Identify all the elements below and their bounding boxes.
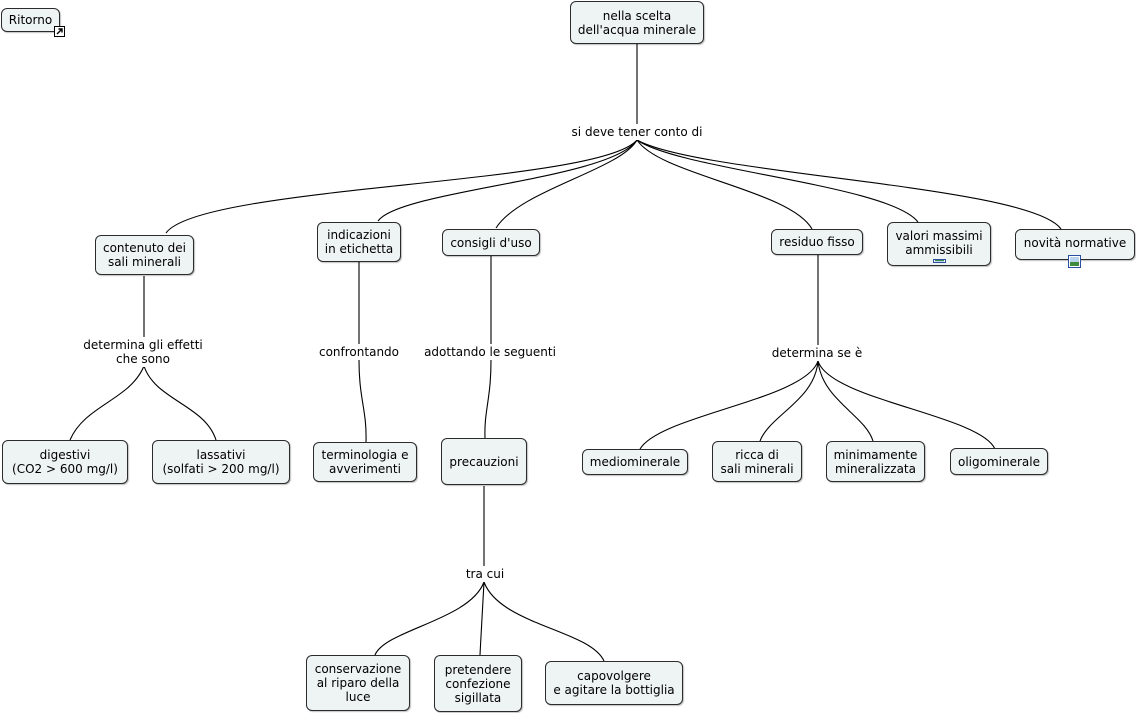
line-to-contenuto bbox=[165, 139, 638, 234]
concept-lassativi[interactable]: lassativi (solfati > 200 mg/l) bbox=[152, 440, 290, 484]
line-to-novita bbox=[636, 139, 1062, 230]
concept-indicazioni-text: indicazioni in etichetta bbox=[324, 228, 394, 256]
line-to-minimamente bbox=[817, 360, 874, 442]
concept-residuo-text: residuo fisso bbox=[779, 235, 855, 249]
return-button[interactable]: Ritorno bbox=[1, 8, 60, 32]
line-to-precauzioni bbox=[484, 359, 492, 439]
concept-precauzioni[interactable]: precauzioni bbox=[441, 438, 527, 485]
link-confrontando: confrontando bbox=[315, 344, 403, 360]
return-label: Ritorno bbox=[8, 13, 53, 27]
line-to-lassativi bbox=[143, 365, 217, 441]
concept-digestivi[interactable]: digestivi (CO2 > 600 mg/l) bbox=[2, 440, 128, 484]
line-to-indicazioni bbox=[377, 139, 638, 222]
link-si-deve: si deve tener conto di bbox=[568, 124, 706, 140]
line-to-mediominerale bbox=[639, 360, 819, 450]
image-icon[interactable] bbox=[932, 259, 946, 263]
link-determina-se: determina se è bbox=[768, 345, 866, 361]
concept-ricca[interactable]: ricca di sali minerali bbox=[712, 441, 802, 482]
line-to-conservazione bbox=[374, 581, 485, 656]
concept-pretendere[interactable]: pretendere confezione sigillata bbox=[434, 655, 522, 712]
concept-residuo[interactable]: residuo fisso bbox=[771, 229, 863, 255]
concept-minimamente[interactable]: minimamente mineralizzata bbox=[826, 441, 925, 482]
concept-digestivi-text: digestivi (CO2 > 600 mg/l) bbox=[12, 448, 118, 476]
line-to-consigli bbox=[495, 139, 638, 229]
line-to-capovolgere bbox=[483, 581, 605, 662]
link-adottando: adottando le seguenti bbox=[421, 344, 559, 360]
concept-ricca-text: ricca di sali minerali bbox=[720, 447, 794, 476]
concept-oligominerale[interactable]: oligominerale bbox=[950, 448, 1048, 475]
concept-mediominerale[interactable]: mediominerale bbox=[582, 449, 688, 475]
concept-oligominerale-text: oligominerale bbox=[958, 454, 1040, 469]
line-to-residuo bbox=[636, 139, 813, 230]
concept-terminologia[interactable]: terminologia e avverimenti bbox=[313, 442, 417, 482]
concept-lassativi-text: lassativi (solfati > 200 mg/l) bbox=[162, 448, 280, 476]
line-to-terminologia bbox=[358, 359, 367, 443]
line-to-digestivi bbox=[69, 365, 145, 441]
line-to-ricca bbox=[759, 360, 819, 442]
concept-conservazione-text: conservazione al riparo della luce bbox=[314, 662, 402, 704]
concept-minimamente-text: minimamente mineralizzata bbox=[833, 447, 918, 476]
concept-contenuto[interactable]: contenuto dei sali minerali bbox=[95, 235, 194, 275]
concept-capovolgere[interactable]: capovolgere e agitare la bottiglia bbox=[545, 661, 683, 705]
concept-terminologia-text: terminologia e avverimenti bbox=[321, 448, 409, 476]
concept-contenuto-text: contenuto dei sali minerali bbox=[102, 241, 187, 269]
concept-consigli[interactable]: consigli d'uso bbox=[442, 229, 540, 256]
concept-conservazione[interactable]: conservazione al riparo della luce bbox=[306, 655, 410, 711]
concept-root-text: nella scelta dell'acqua minerale bbox=[577, 8, 697, 37]
link-determina-effetti: determina gli effetti che sono bbox=[80, 337, 206, 367]
concept-pretendere-text: pretendere confezione sigillata bbox=[444, 662, 512, 705]
concept-indicazioni[interactable]: indicazioni in etichetta bbox=[317, 222, 401, 262]
concept-capovolgere-text: capovolgere e agitare la bottiglia bbox=[553, 669, 675, 697]
concept-root[interactable]: nella scelta dell'acqua minerale bbox=[570, 1, 704, 44]
concept-novita-text: novità normative bbox=[1023, 236, 1127, 250]
line-to-oligominerale bbox=[817, 360, 996, 450]
image-icon[interactable] bbox=[1068, 255, 1081, 268]
concept-valori-text: valori massimi ammissibili bbox=[895, 229, 983, 257]
concept-mediominerale-text: mediominerale bbox=[589, 455, 681, 469]
link-tra-cui: tra cui bbox=[462, 566, 508, 582]
concept-precauzioni-text: precauzioni bbox=[449, 454, 519, 469]
concept-consigli-text: consigli d'uso bbox=[450, 235, 532, 250]
shortcut-arrow-icon[interactable] bbox=[54, 26, 65, 37]
concept-valori[interactable]: valori massimi ammissibili bbox=[887, 222, 991, 266]
line-to-pretendere bbox=[479, 581, 485, 656]
concept-novita[interactable]: novità normative bbox=[1015, 229, 1135, 268]
line-to-valori bbox=[636, 139, 919, 223]
